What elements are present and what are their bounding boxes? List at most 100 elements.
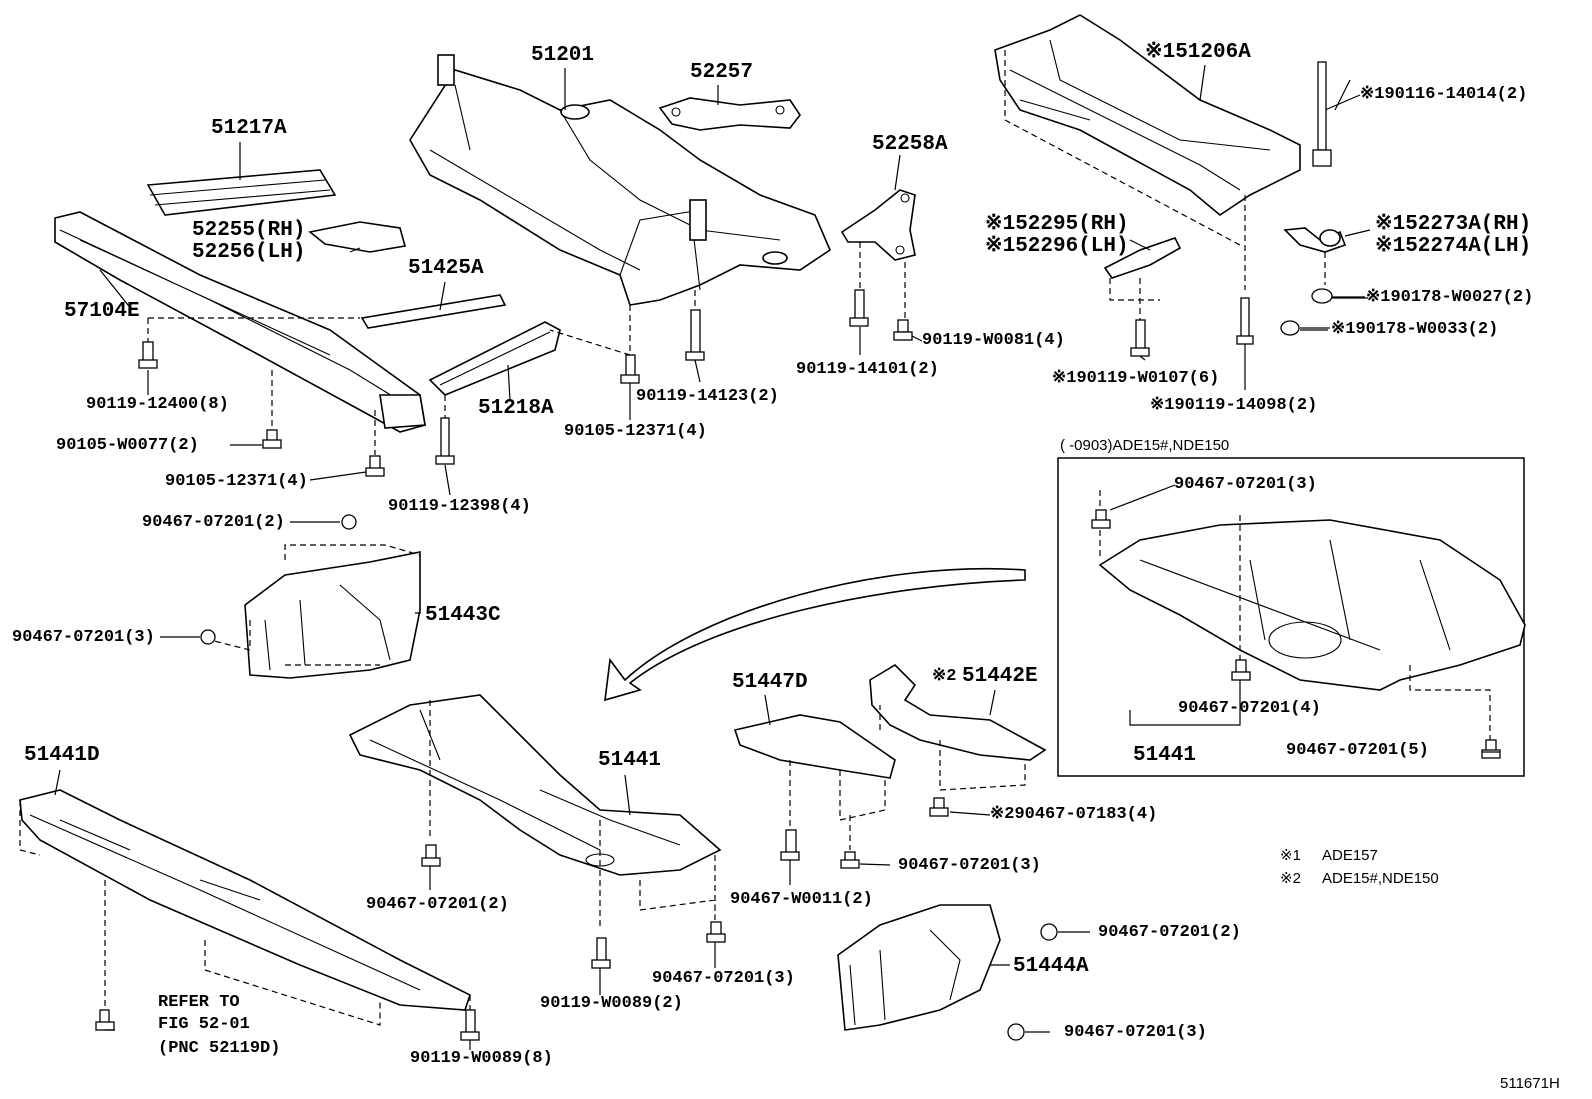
bolt-icon <box>138 341 158 369</box>
label-52255: 52255(RH) <box>192 219 306 242</box>
label-51441-variant: 51441 <box>1133 744 1197 767</box>
label-52257: 52257 <box>690 61 754 84</box>
bolt-icon <box>1312 61 1332 167</box>
label-190116-14014: ※190116-14014(2) <box>1360 85 1528 104</box>
label-51442E-prefix: ※2 <box>932 667 957 686</box>
label-51217A: 51217A <box>211 117 287 140</box>
bolt-icon <box>1236 297 1254 345</box>
bracket-152273A[interactable] <box>1283 227 1347 253</box>
note-1-text: ADE157 <box>1322 847 1378 864</box>
crossmember-51201[interactable] <box>409 54 831 306</box>
label-51442E: 51442E <box>962 665 1038 688</box>
label-90467-07201-f: 90467-07201(2) <box>1098 923 1241 942</box>
label-57104E: 57104E <box>64 300 140 323</box>
bolt-icon <box>1007 1023 1025 1041</box>
member-57104E[interactable] <box>54 211 426 433</box>
label-90467-W0011: 90467-W0011(2) <box>730 890 873 909</box>
guide-lines <box>19 50 1491 1026</box>
cover-51441-variant[interactable] <box>1098 519 1526 691</box>
bolt-icon <box>1130 319 1150 357</box>
label-90467-07183: ※290467-07183(4) <box>990 805 1158 824</box>
direction-arrow <box>604 567 1026 702</box>
bolt-icon <box>620 354 640 384</box>
bolt-icon <box>706 921 726 943</box>
refer-line-3: (PNC 52119D) <box>158 1039 281 1058</box>
label-90467-07201-i: 90467-07201(4) <box>1178 699 1321 718</box>
bolt-icon <box>893 319 913 341</box>
label-151206A: ※151206A <box>1145 41 1251 64</box>
refer-line-2: FIG 52-01 <box>158 1015 250 1034</box>
label-90119-14101: 90119-14101(2) <box>796 360 939 379</box>
label-90119-W0081: 90119-W0081(4) <box>922 331 1065 350</box>
bracket-152295[interactable] <box>1103 237 1182 279</box>
bracket-52255[interactable] <box>308 221 407 253</box>
brace-51425A[interactable] <box>360 294 507 329</box>
label-90467-07201-e: 90467-07201(3) <box>652 969 795 988</box>
bolt-icon <box>421 844 441 867</box>
label-152295: ※152295(RH) <box>985 213 1129 236</box>
label-90105-12371-right: 90105-12371(4) <box>564 422 707 441</box>
label-190178-W0033: ※190178-W0033(2) <box>1331 320 1499 339</box>
variant-box-title: ( -0903)ADE15#,NDE150 <box>1060 437 1230 454</box>
label-90119-W0089-a: 90119-W0089(2) <box>540 994 683 1013</box>
cover-51441[interactable] <box>348 694 722 876</box>
variant-box <box>1057 457 1525 777</box>
bolt-icon <box>1481 739 1501 759</box>
bolt-leaders <box>105 79 1500 1050</box>
bolt-icon <box>685 309 705 361</box>
label-90119-12400: 90119-12400(8) <box>86 395 229 414</box>
label-90119-W0089-b: 90119-W0089(8) <box>410 1049 553 1068</box>
bolt-icon <box>365 455 385 477</box>
label-51444A: 51444A <box>1013 955 1089 978</box>
bolt-icon <box>591 937 611 969</box>
label-52258A: 52258A <box>872 133 948 156</box>
label-90467-07201-a: 90467-07201(2) <box>142 513 285 532</box>
bolt-icon <box>1280 320 1300 336</box>
cover-51442E[interactable] <box>869 663 1047 761</box>
reinforcement-51217A[interactable] <box>146 169 337 216</box>
label-51441D: 51441D <box>24 744 100 767</box>
cover-51441D[interactable] <box>19 789 471 1011</box>
bolt-icon <box>929 797 949 817</box>
bolt-icon <box>1311 288 1333 304</box>
bolt-icon <box>780 829 800 861</box>
cover-51443C[interactable] <box>244 551 421 679</box>
label-51218A: 51218A <box>478 397 554 420</box>
label-190119-W0107: ※190119-W0107(6) <box>1052 369 1220 388</box>
label-51443C: 51443C <box>425 604 501 627</box>
bracket-51218A[interactable] <box>428 321 561 396</box>
label-90467-07201-h: 90467-07201(3) <box>1174 475 1317 494</box>
label-90119-12398: 90119-12398(4) <box>388 497 531 516</box>
label-52256: 52256(LH) <box>192 241 306 264</box>
label-90119-14123: 90119-14123(2) <box>636 387 779 406</box>
bolt-icon <box>460 1009 480 1041</box>
bracket-52258A[interactable] <box>840 189 916 261</box>
label-51425A: 51425A <box>408 257 484 280</box>
crossmember-151206A[interactable] <box>994 14 1301 216</box>
label-51201: 51201 <box>531 44 595 67</box>
label-90105-W0077: 90105-W0077(2) <box>56 436 199 455</box>
label-90105-12371-left: 90105-12371(4) <box>165 472 308 491</box>
bolt-icon <box>341 514 357 530</box>
label-152274A: ※152274A(LH) <box>1375 235 1532 258</box>
label-51447D: 51447D <box>732 671 808 694</box>
note-2-mark: ※2 <box>1280 870 1301 887</box>
cover-51447D[interactable] <box>733 714 896 779</box>
bolt-icon <box>200 629 216 645</box>
label-190119-14098: ※190119-14098(2) <box>1150 396 1318 415</box>
bolt-icon <box>849 289 869 327</box>
bolt-icon <box>95 1009 115 1031</box>
bolt-icon <box>840 851 860 869</box>
label-190178-W0027: ※190178-W0027(2) <box>1366 288 1534 307</box>
bracket-52257[interactable] <box>658 97 801 131</box>
bolt-icon <box>435 417 455 465</box>
label-90467-07201-c: 90467-07201(2) <box>366 895 509 914</box>
label-90467-07201-g: 90467-07201(3) <box>1064 1023 1207 1042</box>
label-152296: ※152296(LH) <box>985 235 1129 258</box>
fasteners[interactable] <box>95 61 1501 1041</box>
cover-51444A[interactable] <box>837 904 1001 1031</box>
label-90467-07201-b: 90467-07201(3) <box>12 628 155 647</box>
diagram-id: 511671H <box>1500 1075 1560 1092</box>
label-152273A: ※152273A(RH) <box>1375 213 1532 236</box>
